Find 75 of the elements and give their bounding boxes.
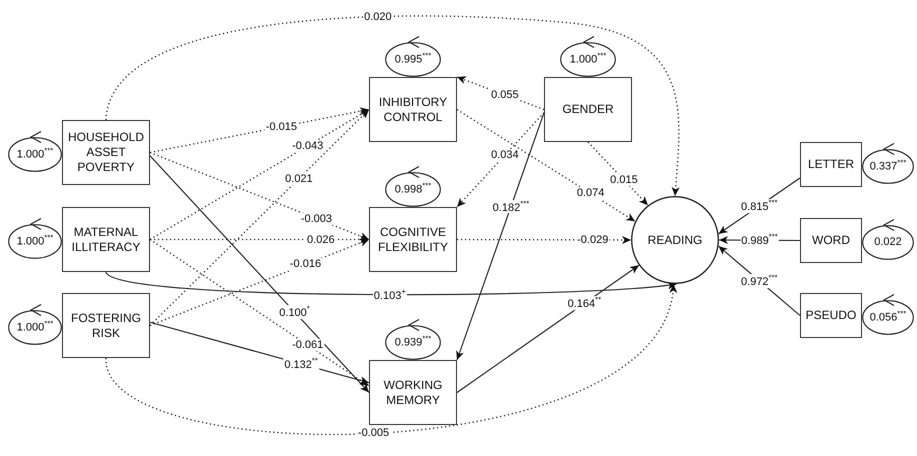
- variable-name: READING: [648, 232, 702, 248]
- variance-ellipse: [862, 143, 914, 184]
- variable-name: GENDER: [562, 102, 614, 117]
- arrow: [456, 112, 544, 208]
- arrow: [105, 15, 680, 196]
- variable-box: [369, 207, 457, 272]
- variance-value: 1.000$^{***}$: [16, 319, 54, 336]
- variable-box: [62, 293, 150, 358]
- path-coefficient: 0.815$^{***}$: [740, 199, 779, 213]
- path-coefficient: -0.016: [288, 258, 322, 270]
- variance-value: 1.000$^{***}$: [570, 51, 606, 68]
- variance-value: 0.998$^{***}$: [394, 181, 432, 198]
- variance-ellipse: [8, 131, 62, 172]
- variance-value: 0.337$^{***}$: [870, 158, 906, 175]
- path-coefficient: -0.043: [291, 140, 324, 152]
- variable-box: [544, 77, 632, 142]
- variance-value: 1.000$^{***}$: [16, 146, 54, 163]
- path-coefficient: 0.182$^{***}$: [492, 200, 530, 214]
- variable-box: [800, 293, 862, 338]
- arrow: [150, 155, 370, 393]
- variable-box: [62, 120, 150, 185]
- arrow: [456, 264, 640, 393]
- variance-ellipse: [8, 218, 62, 259]
- path-coefficient: 0.074: [576, 187, 606, 200]
- variable-name: WORD: [812, 233, 850, 248]
- path-coefficient: 0.015: [609, 174, 639, 186]
- variable-name: COGNITIVE FLEXIBILITY: [376, 224, 450, 254]
- arrow: [456, 112, 545, 360]
- arrow: [150, 238, 370, 387]
- variance-ellipse: [385, 166, 441, 207]
- variance-ellipse: [862, 294, 914, 335]
- variable-box: [800, 142, 862, 187]
- variance-value: 1.000$^{***}$: [16, 233, 54, 250]
- variable-name: FOSTERING RISK: [70, 310, 142, 340]
- variable-name: HOUSEHOLD ASSET POVERTY: [66, 130, 145, 175]
- variance-value: 0.022: [874, 236, 902, 250]
- arrow: [105, 284, 675, 435]
- path-coefficient: 0.103$^{+}$: [372, 288, 407, 302]
- variance-value: 0.056$^{***}$: [870, 309, 906, 326]
- path-coefficient: 0.055: [490, 88, 520, 101]
- variable-name: MATERNAL ILLITERACY: [70, 224, 142, 254]
- path-coefficient: -0.003: [300, 212, 334, 225]
- variance-ellipse: [8, 304, 62, 345]
- arrow: [456, 108, 636, 222]
- variance-ellipse: [385, 36, 441, 77]
- variable-name: WORKING MEMORY: [382, 378, 444, 408]
- path-coefficient: -0.029: [576, 234, 610, 246]
- variable-box: [800, 218, 862, 263]
- path-coefficient: 0.026: [306, 233, 336, 246]
- arrow: [588, 142, 648, 206]
- path-coefficient: 0.972$^{***}$: [740, 274, 779, 288]
- path-coefficient: 0.034: [490, 149, 520, 162]
- path-coefficient: 0.164$^{**}$: [566, 296, 602, 310]
- variance-ellipse: [862, 219, 914, 260]
- variance-ellipse: [385, 319, 441, 360]
- latent-variable-circle: [631, 196, 719, 284]
- path-coefficient: 0.100$^{*}$: [278, 305, 311, 319]
- path-coefficient: 0.021: [284, 172, 314, 185]
- path-coefficient: -0.015: [264, 120, 298, 133]
- arrow: [106, 272, 677, 296]
- path-coefficient: 0.989$^{***}$: [740, 233, 779, 248]
- path-coefficient: 0.020: [363, 10, 393, 23]
- variance-value: 0.939$^{***}$: [394, 334, 432, 351]
- variance-ellipse: [560, 36, 616, 77]
- path-coefficient: -0.061: [291, 338, 324, 352]
- variable-box: [62, 207, 150, 272]
- arrow: [150, 108, 370, 240]
- variable-name: LETTER: [808, 157, 854, 172]
- variable-box: [369, 77, 457, 142]
- arrow: [150, 152, 370, 240]
- variable-box: [369, 360, 457, 425]
- variable-name: INHIBITORY CONTROL: [378, 94, 448, 124]
- variable-name: PSEUDO: [806, 308, 856, 323]
- variance-value: 0.995$^{***}$: [394, 51, 432, 68]
- path-coefficient: 0.132$^{**}$: [283, 357, 319, 371]
